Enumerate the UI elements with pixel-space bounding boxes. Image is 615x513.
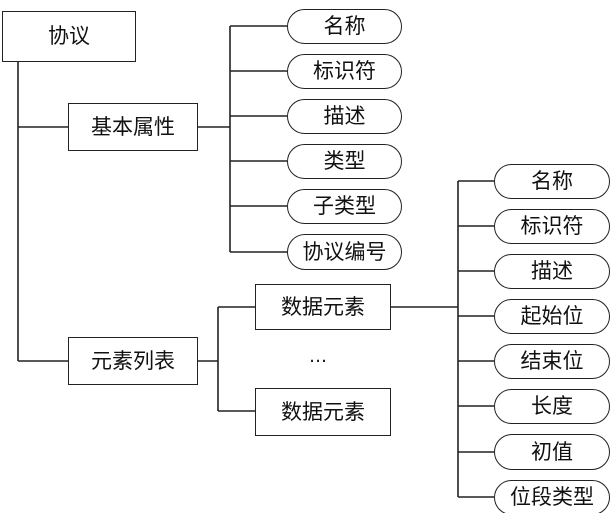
- basic-property-identifier: 标识符: [287, 54, 402, 89]
- element-field-description: 描述: [494, 254, 610, 289]
- basic-property-description: 描述: [287, 99, 402, 134]
- basic-properties-node: 基本属性: [68, 103, 198, 151]
- basic-property-subtype: 子类型: [287, 189, 402, 224]
- root-node: 协议: [2, 11, 136, 62]
- basic-property-name: 名称: [287, 9, 402, 44]
- basic-property-type: 类型: [287, 144, 402, 179]
- element-field-end-bit: 结束位: [494, 344, 610, 379]
- element-field-name: 名称: [494, 164, 610, 199]
- data-element-node-2: 数据元素: [255, 388, 391, 436]
- data-element-node-1: 数据元素: [255, 284, 391, 330]
- element-field-bit-segment-type: 位段类型: [494, 480, 610, 513]
- ellipsis: …: [309, 346, 329, 367]
- element-field-identifier: 标识符: [494, 209, 610, 244]
- basic-property-protocol-number: 协议编号: [287, 234, 402, 270]
- element-list-node: 元素列表: [68, 337, 198, 385]
- element-field-initial-value: 初值: [494, 434, 610, 470]
- element-field-length: 长度: [494, 389, 610, 424]
- element-field-start-bit: 起始位: [494, 299, 610, 334]
